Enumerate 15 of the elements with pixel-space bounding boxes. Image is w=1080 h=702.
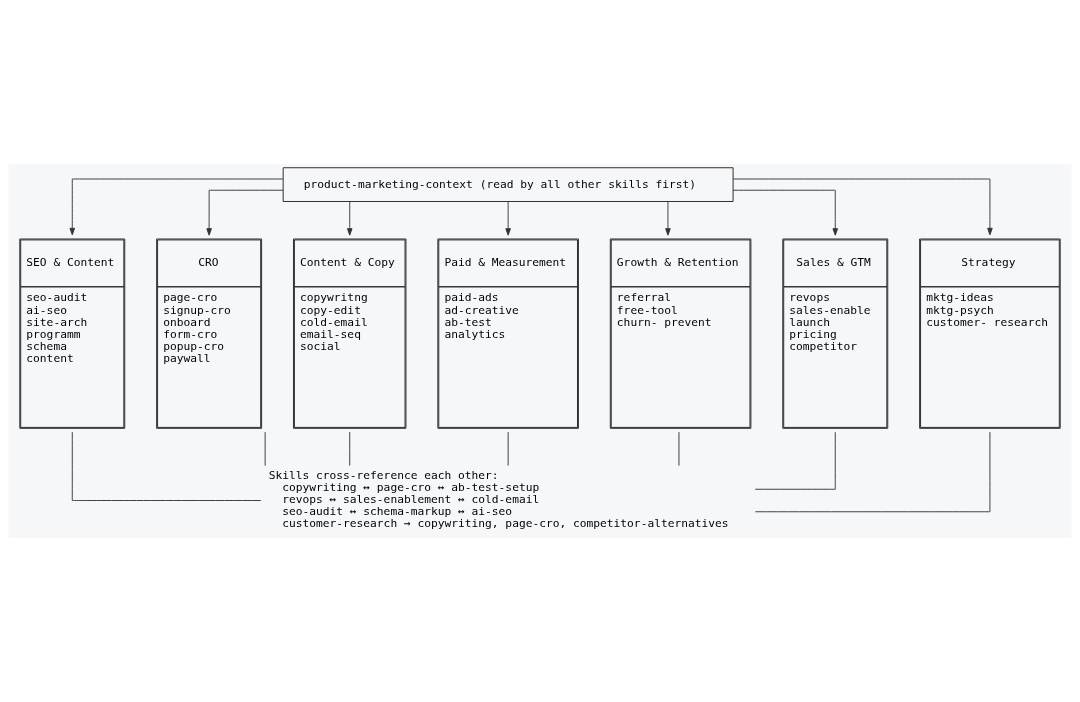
arrow bbox=[69, 178, 284, 236]
arrow bbox=[732, 189, 839, 236]
node-text: Skills cross-reference each other: copywriting ↔ page-cro ↔ ab-test-setup revops ↔ sales-enablement ↔ cold-email seo-audit ↔ schema-markup ↔ ai-seo customer-research → copywriting, page-cro, competitor-alternatives bbox=[268, 468, 729, 531]
connector bbox=[507, 431, 509, 467]
arrow bbox=[665, 201, 671, 236]
connector bbox=[349, 431, 351, 467]
connector bbox=[264, 431, 266, 467]
connector bbox=[71, 431, 262, 501]
arrow bbox=[505, 201, 511, 236]
connector bbox=[754, 431, 836, 490]
arrow bbox=[732, 178, 993, 236]
node-box: product-marketing-context (read by all other skills first) bbox=[282, 167, 734, 202]
arrow bbox=[346, 201, 353, 236]
arrow bbox=[206, 189, 284, 236]
connector bbox=[754, 431, 991, 513]
